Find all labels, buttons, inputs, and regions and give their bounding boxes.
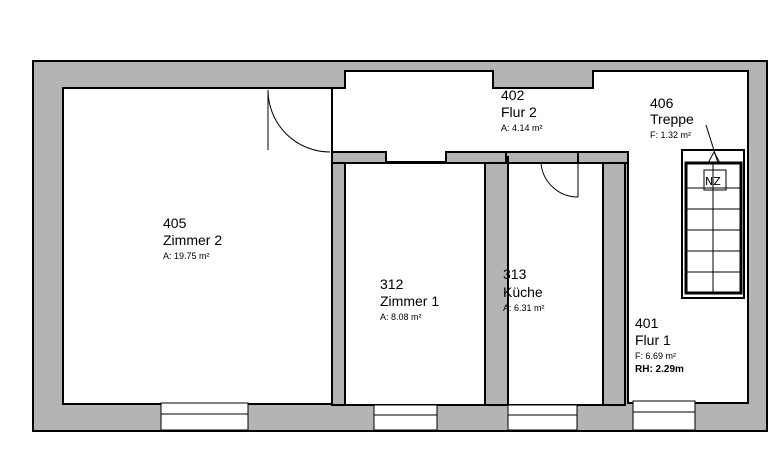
window-401 [632, 400, 696, 431]
room-405-area: A: 19.75 m² [163, 251, 210, 261]
room-313-area: A: 6.31 m² [503, 303, 545, 313]
window-312 [373, 404, 438, 431]
room-401-number: 401 [635, 315, 659, 331]
room-405-number: 405 [163, 215, 187, 231]
room-405-floor [62, 87, 333, 405]
room-313-name: Küche [503, 284, 543, 300]
room-401-area: F: 6.69 m² [635, 351, 676, 361]
room-312-area: A: 8.08 m² [380, 312, 422, 322]
door-313 [540, 160, 579, 198]
room-401-name: Flur 1 [635, 332, 671, 348]
room-405-name: Zimmer 2 [163, 232, 222, 248]
wall-402-313 [577, 151, 629, 164]
stair-arrow [707, 150, 721, 164]
wall-313-401 [602, 156, 626, 406]
stair-nz-box [703, 169, 727, 191]
room-406-number: 406 [650, 95, 674, 111]
door-405 [267, 89, 331, 153]
room-312-number: 312 [380, 276, 404, 292]
room-406-name: Treppe [650, 111, 694, 127]
room-402-name: Flur 2 [501, 104, 537, 120]
stair-nz-label: NZ [705, 175, 721, 188]
room-402-area: A: 4.14 m² [501, 123, 543, 133]
room-313-number: 313 [503, 266, 527, 282]
room-402-number: 402 [501, 87, 525, 103]
stair-pointer [705, 124, 719, 164]
room-312-name: Zimmer 1 [380, 293, 439, 309]
stair-steps [686, 163, 741, 293]
wall-402-312-right [445, 151, 507, 164]
room-406-area: F: 1.32 m² [650, 130, 691, 140]
window-405 [160, 402, 249, 431]
room-312-floor [344, 162, 486, 406]
room-401-height: RH: 2.29m [635, 364, 684, 375]
wall-402-312-left [331, 151, 387, 164]
window-313 [507, 404, 578, 431]
wall-405-312 [331, 156, 346, 406]
